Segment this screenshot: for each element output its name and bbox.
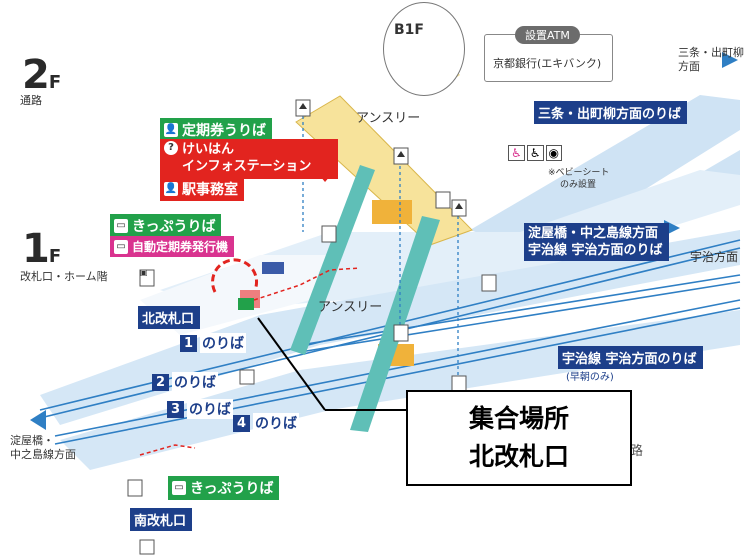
route-dashed-red (253, 267, 361, 301)
kippu-uriba-sign: ▭ きっぷうりば (110, 214, 222, 238)
info-station-text: けいはん インフォステーション (182, 141, 311, 175)
yodoyabashi-platform-line1: 淀屋橋・中之島線方面 (528, 226, 659, 241)
uji-early-note: (早朝のみ) (566, 372, 614, 383)
b1f-label: B1F (394, 22, 424, 38)
escalator-a (290, 165, 375, 355)
amenity-icons: ♿ ♿ ◉ (508, 145, 563, 161)
kippu-uriba-label: きっぷうりば (132, 219, 216, 235)
direction-uji: 宇治方面 (690, 250, 739, 264)
south-gate-label: 南改札口 (134, 514, 187, 529)
floor-1f-suffix: F (48, 246, 62, 267)
platform-3-number: 3 (167, 400, 184, 418)
jidou-teiki-label: 自動定期券発行機 (132, 240, 229, 254)
floor-1f-label: 改札口・ホーム階 (20, 270, 108, 283)
yodoyabashi-platform-sign: 淀屋橋・中之島線方面 宇治線 宇治方面のりば (524, 223, 669, 261)
platform-1-label: 1 のりば (180, 333, 246, 353)
direction-sanjo-2: 方面 (678, 60, 700, 73)
platform-3-text: のりば (187, 399, 233, 419)
callout-line1: 集合場所 (468, 404, 569, 433)
platform-2-label: 2 のりば (152, 372, 218, 392)
north-gate-label: 北改札口 (142, 312, 195, 327)
ticket-icon: ▭ (114, 219, 128, 233)
escalator-label-lower: アンスリー (318, 300, 383, 315)
staff-icon: 👤 (164, 182, 178, 196)
uji-platform-sign: 宇治線 宇治方面のりば (558, 346, 703, 369)
yodoyabashi-platform-line2: 宇治線 宇治方面のりば (528, 243, 663, 258)
meeting-point-marker (211, 258, 259, 293)
sanjo-platform-sign: 三条・出町柳方面のりば (534, 101, 688, 124)
floor-1f-number: 1 (22, 226, 50, 272)
platform-2-number: 2 (152, 373, 169, 391)
floor-2f: 2F (22, 52, 61, 98)
direction-sanjo-1: 三条・出町柳 (678, 46, 744, 59)
ticket-machine-blue (262, 262, 284, 274)
ekijimushitsu-label: 駅事務室 (182, 182, 238, 198)
direction-yodoyabashi-2: 中之島線方面 (10, 448, 76, 461)
b1f-inset (383, 2, 465, 96)
platform-2-text: のりば (172, 372, 218, 392)
ekijimushitsu-sign: 👤 駅事務室 (160, 177, 244, 201)
floor-2f-number: 2 (22, 52, 50, 98)
partial-label: 路 (630, 444, 644, 459)
floor-2f-suffix: F (48, 72, 62, 93)
teiki-uriba-sign: 👤 定期券うりば (160, 118, 272, 142)
route-dashed-red-south (139, 444, 196, 456)
platform-4-number: 4 (233, 414, 250, 432)
atm-title: 設置ATM (515, 26, 580, 44)
kippu-uriba-south-sign: ▭ きっぷうりば (168, 476, 280, 500)
ticket-icon: ▭ (172, 481, 186, 495)
teiki-uriba-label: 定期券うりば (182, 123, 266, 139)
platform-1-text: のりば (200, 333, 246, 353)
atm-bank: 京都銀行(エキバンク) (493, 57, 602, 70)
aed-icon: ♥ (321, 175, 330, 185)
platform-4-text: のりば (253, 413, 299, 433)
atm-info-box: 設置ATM 京都銀行(エキバンク) (484, 26, 613, 82)
floor-2f-label: 通路 (20, 94, 42, 107)
escalator-label-upper: アンスリー (356, 111, 421, 126)
meeting-point-callout: 集合場所 北改札口 (406, 390, 632, 486)
platform-4-label: 4 のりば (233, 413, 299, 433)
elevator-icon (299, 103, 463, 209)
wheelchair-icon: ♿ (526, 145, 544, 161)
toilet-icon: ♿ (508, 145, 525, 161)
platform-1-number: 1 (180, 334, 197, 352)
platform-2f-band (470, 95, 740, 255)
callout-leader (257, 317, 326, 411)
info-icon: ? (164, 141, 178, 155)
baby-icon: ◉ (545, 145, 563, 161)
taxi-icon: ▣ (140, 268, 148, 277)
kippu-uriba-south-label: きっぷうりば (190, 481, 274, 497)
sanjo-platform-label: 三条・出町柳方面のりば (538, 107, 682, 122)
direction-yodoyabashi-1: 淀屋橋・ (10, 434, 54, 447)
jidou-teiki-sign: ▭ 自動定期券発行機 (110, 236, 235, 257)
escalator-b (350, 216, 440, 432)
baby-seat-note2: のみ設置 (560, 180, 597, 190)
machine-icon: ▭ (114, 239, 128, 254)
uji-platform-label: 宇治線 宇治方面のりば (562, 352, 697, 367)
ticket-machine-block (238, 298, 254, 310)
staff-icon: 👤 (164, 123, 178, 137)
info-station-line1: けいはん (182, 142, 235, 157)
baby-seat-note: ※ベビーシート (548, 168, 610, 178)
south-gate-sign: 南改札口 (130, 508, 193, 531)
callout-line2: 北改札口 (468, 442, 569, 471)
info-station-line2: インフォステーション (182, 159, 312, 174)
stair-landing (372, 200, 412, 224)
north-gate-sign: 北改札口 (138, 306, 201, 329)
floor-1f: 1F (22, 226, 61, 272)
platform-3-label: 3 のりば (167, 399, 233, 419)
info-station-sign: ? けいはん インフォステーション (160, 139, 338, 179)
